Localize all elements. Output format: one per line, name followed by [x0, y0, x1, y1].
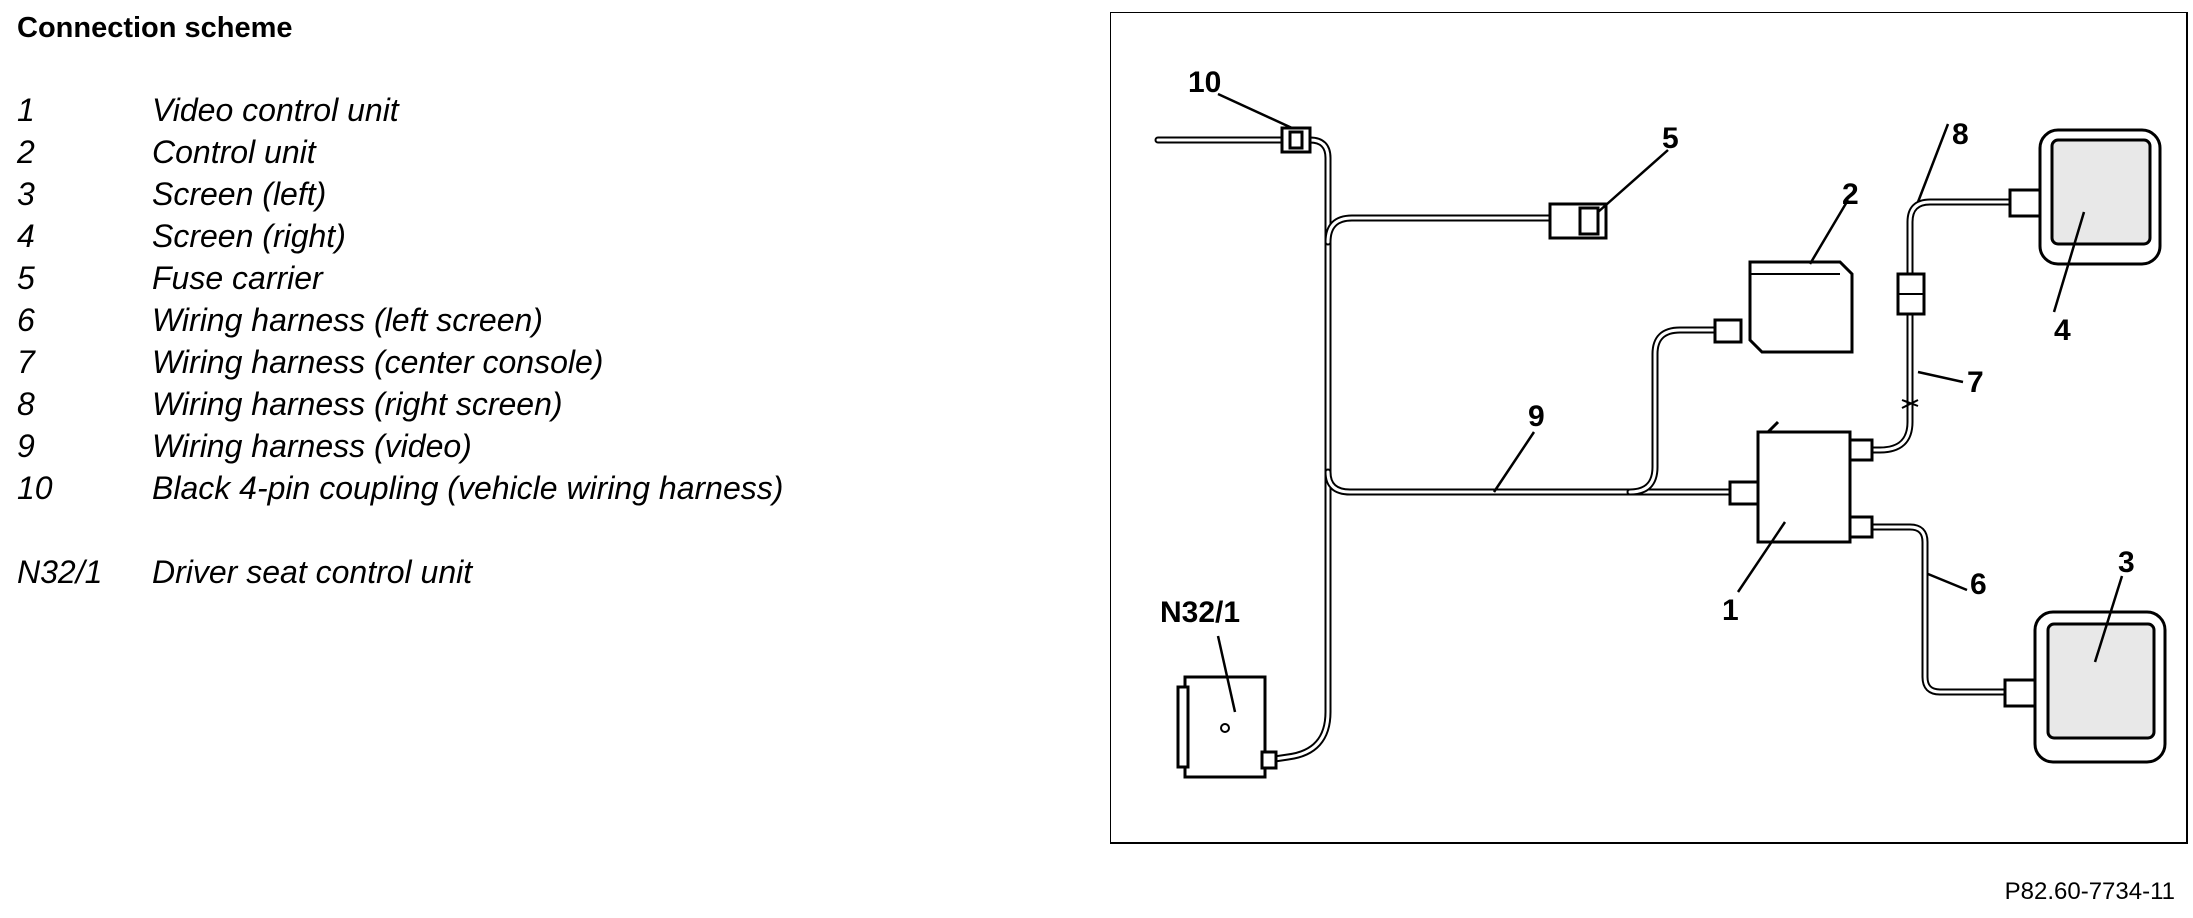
callout-8: 8 — [1952, 118, 1969, 151]
video-control-unit — [1728, 420, 1874, 544]
leader-8 — [1916, 123, 1950, 203]
legend-number: 8 — [17, 386, 35, 422]
screen-left-display — [2046, 622, 2156, 740]
leader-7 — [1917, 370, 1964, 384]
legend-label: Screen (right) — [152, 218, 346, 254]
legend-number: 7 — [17, 344, 35, 380]
wiring-diagram: 10 5 2 8 4 7 9 1 6 3 N32/1 — [1110, 12, 2188, 844]
legend-number: 9 — [17, 428, 35, 464]
control-unit-body — [1748, 260, 1854, 354]
wiring-harness-right-screen-inner — [1908, 200, 2012, 276]
callout-9: 9 — [1528, 400, 1545, 433]
legend-label: Wiring harness (center console) — [152, 344, 604, 380]
callout-5: 5 — [1662, 122, 1679, 155]
screen-left — [2003, 610, 2167, 764]
legend-number: 4 — [17, 218, 35, 254]
wiring-diagram-svg: 10 5 2 8 4 7 9 1 6 3 N32/1 — [1110, 12, 2188, 844]
callout-3: 3 — [2118, 546, 2135, 579]
figure-reference: P82.60-7734-11 — [2004, 878, 2175, 905]
leader-9 — [1492, 431, 1536, 493]
seat-control-unit-connector — [1260, 750, 1278, 770]
screen-right — [2008, 128, 2162, 266]
coupling-pin — [1288, 130, 1304, 150]
video-control-unit-connector-right-bottom — [1848, 515, 1874, 539]
legend-number: 3 — [17, 176, 35, 212]
wiring-harness-main-inner — [1156, 138, 1330, 762]
legend-label: Video control unit — [152, 92, 399, 128]
screen-right-display — [2050, 138, 2152, 246]
legend-number: N32/1 — [17, 554, 103, 590]
legend-number: 10 — [17, 470, 53, 506]
legend-label: Screen (left) — [152, 176, 327, 212]
cable-tie — [1901, 399, 1919, 409]
legend-label: Driver seat control unit — [152, 554, 473, 590]
callout-10: 10 — [1188, 66, 1221, 99]
leader-4 — [2052, 211, 2086, 313]
seat-control-unit-body — [1183, 675, 1267, 779]
legend-number: 2 — [17, 134, 35, 170]
leader-lines — [1216, 92, 2124, 713]
driver-seat-control-unit — [1176, 675, 1278, 779]
leader-3 — [2093, 575, 2124, 663]
legend-number: 5 — [17, 260, 35, 296]
legend-label: Wiring harness (right screen) — [152, 386, 563, 422]
video-control-unit-connector-left — [1728, 480, 1760, 506]
video-control-unit-body — [1756, 430, 1852, 544]
callout-4: 4 — [2054, 314, 2071, 347]
callout-labels: 10 5 2 8 4 7 9 1 6 3 N32/1 — [1160, 66, 2135, 629]
leader-2 — [1808, 199, 1850, 265]
control-unit — [1713, 260, 1854, 354]
callout-6: 6 — [1970, 568, 1987, 601]
fuse-carrier-clip — [1578, 206, 1600, 236]
legend-label: Black 4-pin coupling (vehicle wiring har… — [152, 470, 784, 506]
screen-right-connector — [2008, 188, 2042, 218]
leader-10 — [1217, 92, 1293, 130]
screen-left-connector — [2003, 678, 2037, 708]
wiring-harness-fuse-inner — [1326, 216, 1552, 244]
callout-1: 1 — [1722, 594, 1739, 627]
leader-6 — [1927, 572, 1968, 592]
black-coupling — [1280, 126, 1312, 154]
fuse-carrier — [1548, 202, 1608, 240]
seat-control-unit-mark — [1220, 723, 1230, 733]
callout-7: 7 — [1967, 366, 1984, 399]
legend-number: 1 — [17, 92, 35, 128]
legend-label: Wiring harness (video) — [152, 428, 472, 464]
legend-number: 6 — [17, 302, 35, 338]
callout-n32: N32/1 — [1160, 596, 1240, 629]
page-title: Connection scheme — [17, 12, 293, 44]
video-control-unit-tab — [1766, 420, 1780, 434]
wiring-harness-control-inner — [1628, 328, 1717, 494]
callout-2: 2 — [1842, 178, 1859, 211]
video-control-unit-connector-right-top — [1848, 438, 1874, 462]
wiring-harness-video-inner — [1326, 470, 1732, 494]
leader-1 — [1736, 521, 1787, 593]
legend-label: Wiring harness (left screen) — [152, 302, 543, 338]
inline-connector — [1896, 272, 1926, 409]
leader-n32 — [1216, 635, 1237, 713]
legend-label: Fuse carrier — [152, 260, 323, 296]
wiring-harness-left-screen-inner — [1858, 525, 2007, 694]
control-unit-connector — [1713, 318, 1743, 344]
wiring-harness-center-console-inner — [1858, 310, 1912, 452]
legend-label: Control unit — [152, 134, 316, 170]
seat-control-unit-rail — [1176, 685, 1190, 769]
leader-5 — [1597, 149, 1669, 213]
wiring-harness-group — [1154, 136, 2014, 764]
